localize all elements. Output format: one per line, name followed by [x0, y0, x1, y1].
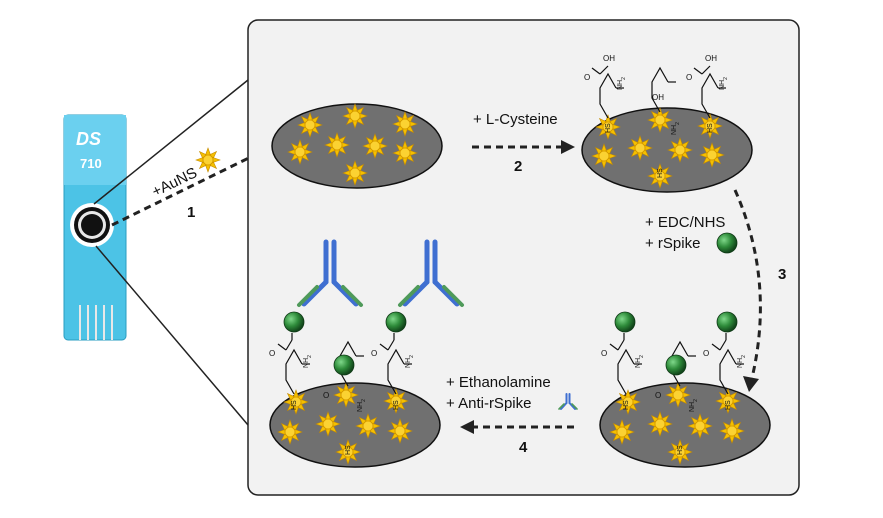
step-2-number: 2 [514, 158, 522, 175]
electrode-aunps [271, 103, 443, 189]
sensor-model: 710 [80, 156, 102, 171]
screen-printed-electrode: DS 710 [63, 114, 127, 341]
carbonyl-o-b1: O [584, 73, 590, 82]
step-1-number: 1 [187, 204, 195, 221]
amine-d1: NH2 [303, 355, 313, 368]
thiol-d3: HS [345, 445, 352, 455]
amine-d3: NH2 [357, 399, 367, 412]
zoom-line-top [93, 79, 249, 205]
thiol-d2: HS [393, 400, 400, 410]
carbonyl-o-c2: O [703, 349, 709, 358]
amine-b3: NH2 [671, 122, 681, 135]
thiol-d1: HS [291, 400, 298, 410]
step-3-arrow [733, 189, 762, 392]
thiol-c3: HS [677, 445, 684, 455]
step-4-reagent-1: + Ethanolamine [446, 374, 551, 391]
step-2-reagent: + L-Cysteine [473, 111, 558, 128]
step-4-reagent-2: + Anti-rSpike [446, 395, 531, 412]
carbonyl-o-b2: O [686, 73, 692, 82]
amine-c2: NH2 [737, 355, 747, 368]
rspike-icon [716, 232, 738, 254]
step-1-reagent: +AuNS [149, 164, 200, 200]
aunanostar-icon [195, 147, 221, 173]
electrode-immunosensor [269, 311, 441, 468]
step-3-reagent-1: + EDC/NHS [645, 214, 725, 231]
amine-b1: NH2 [617, 77, 627, 90]
hydroxyl-b1: OH [603, 54, 615, 63]
electrode-rspike [599, 311, 771, 468]
thiol-b2: HS [707, 123, 714, 133]
step-4-number: 4 [519, 439, 528, 456]
thiol-c2: HS [725, 400, 732, 410]
carbonyl-o-d2: O [371, 349, 377, 358]
thiol-c1: HS [623, 400, 630, 410]
step-2-arrow [472, 140, 575, 154]
hydroxyl-b2: OH [705, 54, 717, 63]
carbonyl-o-d1: O [269, 349, 275, 358]
amine-b2: NH2 [719, 77, 729, 90]
thiol-b1: HS [605, 123, 612, 133]
carbonyl-o-c3: O [655, 391, 661, 400]
amine-c3: NH2 [689, 399, 699, 412]
step-3-number: 3 [778, 266, 786, 283]
amine-d2: NH2 [405, 355, 415, 368]
step-3-reagent-2: + rSpike [645, 235, 700, 252]
electrode-cysteine [581, 65, 753, 193]
carbonyl-o-c1: O [601, 349, 607, 358]
step-4-arrow [460, 420, 574, 434]
thiol-b3: HS [657, 168, 664, 178]
carbonyl-o-d3: O [323, 391, 329, 400]
amine-c1: NH2 [635, 355, 645, 368]
sensor-brand: DS [76, 129, 101, 149]
zoom-line-bottom [95, 245, 249, 426]
hydroxyl-b3: OH [652, 93, 664, 102]
